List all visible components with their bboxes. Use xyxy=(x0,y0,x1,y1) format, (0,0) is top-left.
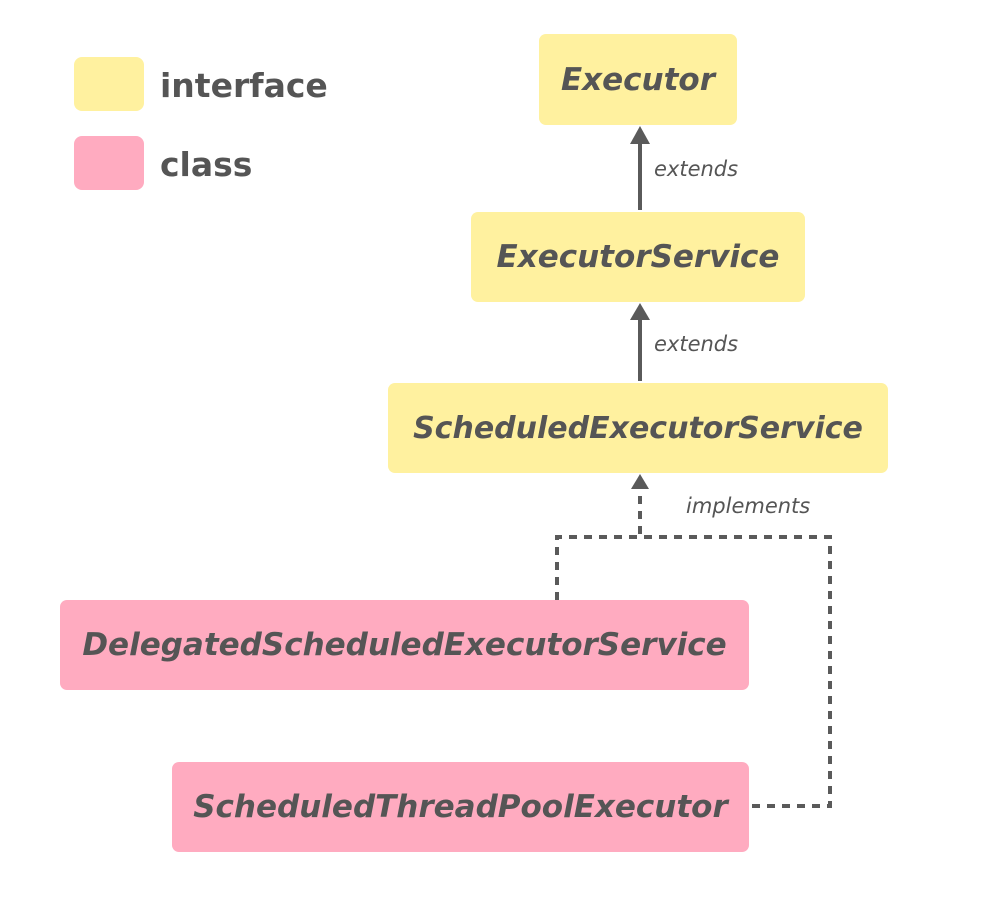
node-scheduled-thread-pool-executor: ScheduledThreadPoolExecutor xyxy=(172,762,749,852)
node-executor-service: ExecutorService xyxy=(471,212,805,302)
legend-class-label: class xyxy=(160,145,253,184)
extends-arrowhead-executor-service xyxy=(630,303,650,320)
node-delegated-scheduled-executor-service-label: DelegatedScheduledExecutorService xyxy=(82,627,727,663)
edge-label-implements: implements xyxy=(686,494,811,518)
implements-arrowhead xyxy=(631,474,649,489)
node-scheduled-executor-service: ScheduledExecutorService xyxy=(388,383,888,473)
node-executor: Executor xyxy=(539,34,737,125)
legend-class-swatch xyxy=(74,136,144,190)
node-executor-service-label: ExecutorService xyxy=(496,239,780,275)
extends-arrowhead-executor xyxy=(630,126,650,144)
legend-interface-swatch xyxy=(74,57,144,111)
node-delegated-scheduled-executor-service: DelegatedScheduledExecutorService xyxy=(60,600,749,690)
node-scheduled-thread-pool-executor-label: ScheduledThreadPoolExecutor xyxy=(193,789,728,825)
node-scheduled-executor-service-label: ScheduledExecutorService xyxy=(413,410,863,446)
legend-interface-label: interface xyxy=(160,66,328,105)
node-executor-label: Executor xyxy=(560,61,716,98)
edge-label-extends-1: extends xyxy=(654,157,739,181)
edge-label-extends-2: extends xyxy=(654,332,739,356)
implements-dashed-line xyxy=(555,496,832,808)
